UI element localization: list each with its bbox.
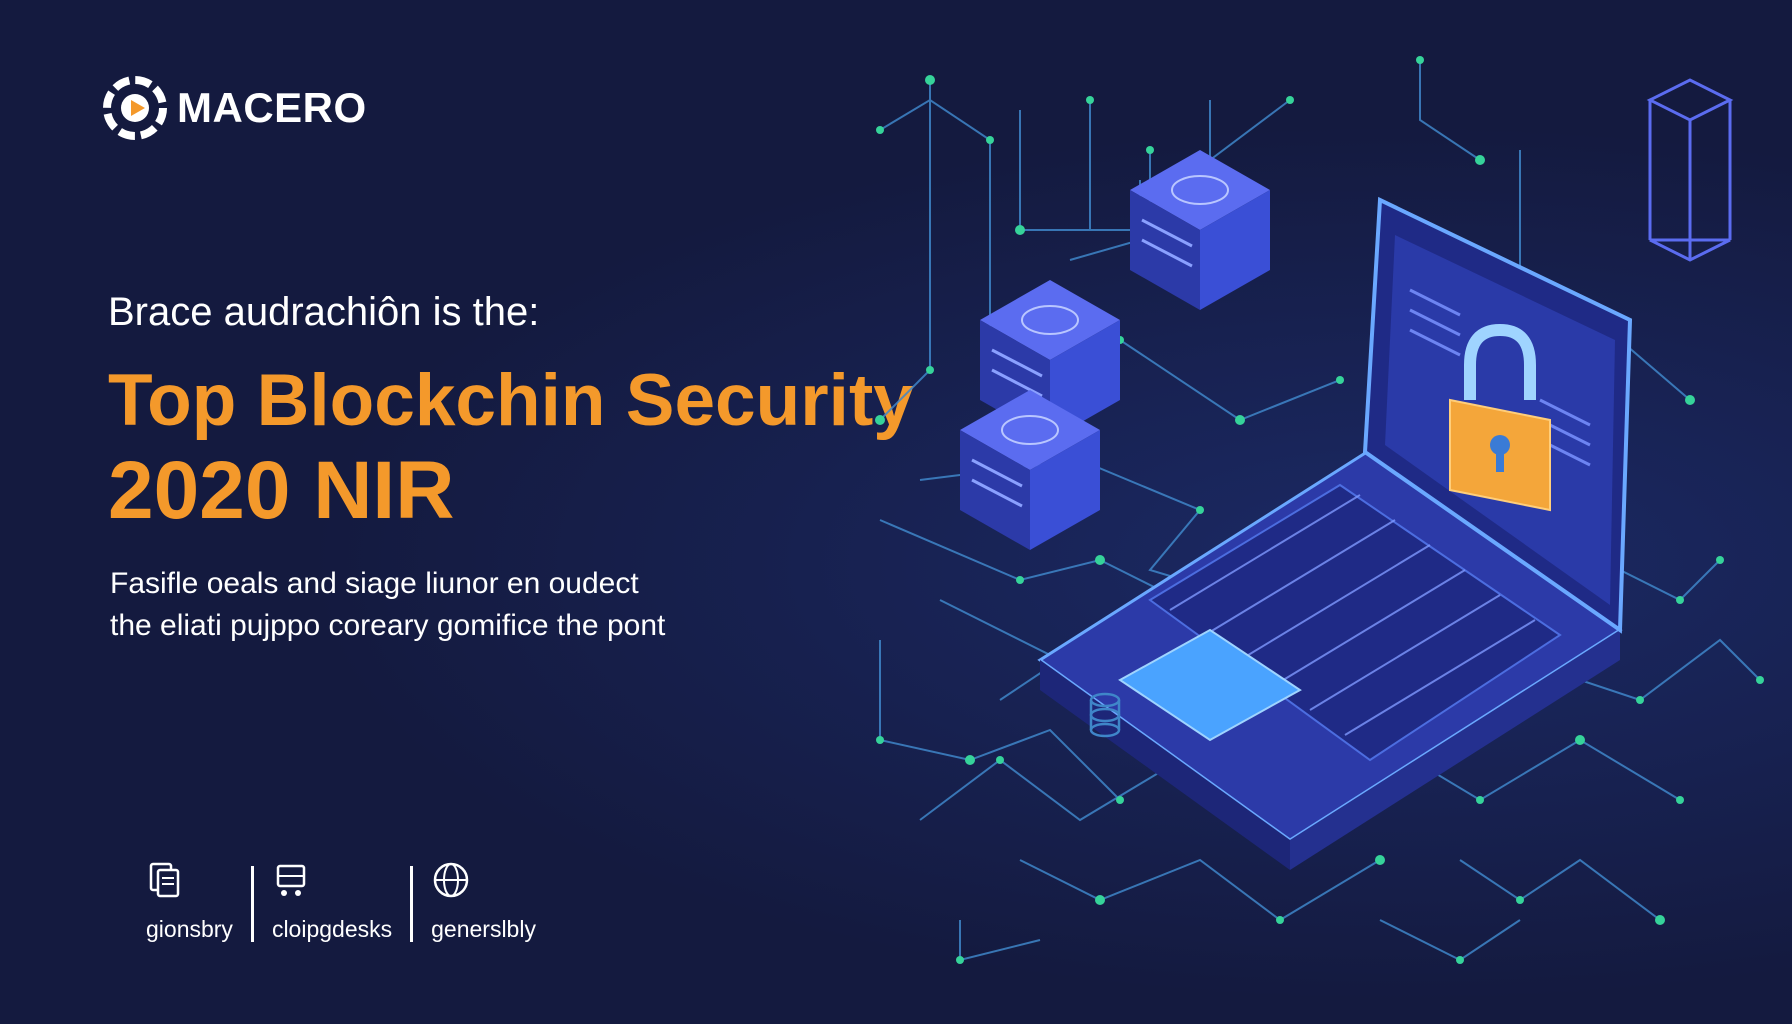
feature-item: generslbly <box>413 860 554 943</box>
feature-label: cloipgdesks <box>271 916 393 942</box>
blockchain-illustration <box>875 56 1764 964</box>
brand: MACERO <box>103 76 367 140</box>
data-tower-icon <box>1646 78 1734 262</box>
headline-line-2: 2020 NIR <box>108 445 455 537</box>
database-icon <box>1089 692 1121 738</box>
lock-icon <box>1449 323 1551 512</box>
description-line-1: Fasifle oeals and siage liunor en oudect <box>110 567 639 600</box>
divider <box>410 866 414 942</box>
description-line-2: the eliati pujppo coreary gomifice the p… <box>110 609 666 642</box>
server-block-left <box>960 390 1100 550</box>
headline-line-1: Top Blockchin Security <box>108 360 914 441</box>
feature-item: gionsbry <box>128 860 251 943</box>
brand-logo-icon <box>103 76 167 140</box>
divider <box>250 866 254 942</box>
feature-list: gionsbry cloipgdesks generslbly <box>128 860 554 943</box>
brand-name: MACERO <box>177 84 367 131</box>
cart-icon <box>276 864 306 896</box>
feature-label: generslbly <box>431 916 536 942</box>
description: Fasifle oeals and siage liunor en oudect… <box>110 563 790 647</box>
laptop <box>1037 196 1633 870</box>
headline: Top Blockchin Security 2020 NIR <box>108 358 914 539</box>
feature-item: cloipgdesks <box>254 860 410 943</box>
globe-icon <box>433 862 469 898</box>
keyboard-keys <box>1169 494 1536 736</box>
feature-label: gionsbry <box>146 916 233 942</box>
server-block-top <box>1130 150 1270 310</box>
document-stack-icon <box>149 862 180 898</box>
intro-text: Brace audrachiôn is the: <box>108 290 540 334</box>
